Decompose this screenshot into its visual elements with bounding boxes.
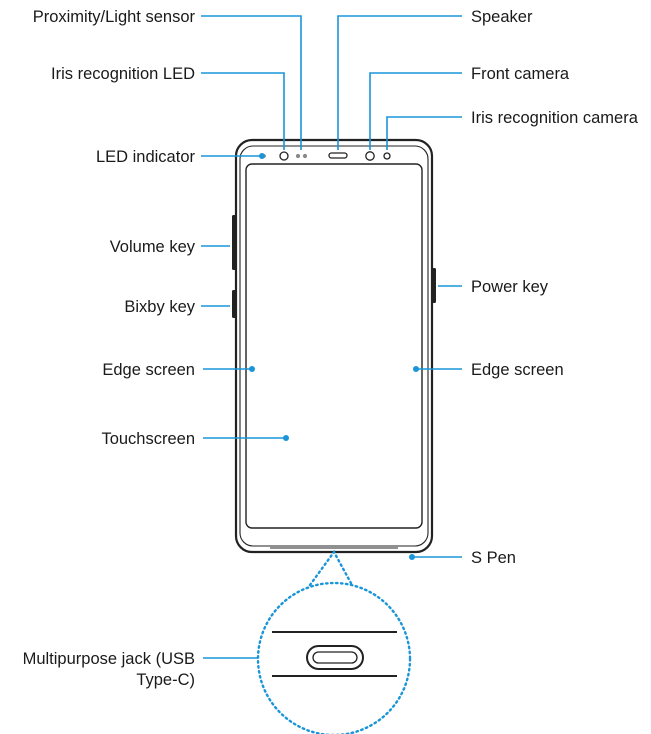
phone-frame-outer bbox=[234, 138, 434, 554]
phone-screen bbox=[245, 163, 423, 529]
label-volume-key: Volume key bbox=[110, 238, 196, 256]
usb-c-port-inner bbox=[312, 651, 358, 664]
phone-frame-inner bbox=[239, 145, 429, 547]
right-labels: Speaker Front camera Iris recognition ca… bbox=[471, 8, 639, 567]
usb-c-port bbox=[306, 645, 364, 670]
proximity-sensor-dot-2 bbox=[302, 153, 308, 159]
label-bixby-key: Bixby key bbox=[124, 298, 195, 316]
front-camera-lens bbox=[365, 151, 375, 161]
leader-front-camera bbox=[369, 72, 462, 150]
zoom-circle bbox=[256, 581, 412, 734]
proximity-sensor-dot-1 bbox=[295, 153, 301, 159]
label-multipurpose-jack-line2: Type-C) bbox=[136, 671, 195, 689]
label-touchscreen: Touchscreen bbox=[101, 430, 195, 448]
label-proximity-light-sensor: Proximity/Light sensor bbox=[33, 8, 196, 26]
label-power-key: Power key bbox=[471, 278, 549, 296]
leader-proximity bbox=[201, 15, 302, 150]
phone-body bbox=[234, 138, 434, 554]
label-front-camera: Front camera bbox=[471, 65, 570, 83]
top-sensors bbox=[262, 151, 391, 161]
label-iris-recognition-led: Iris recognition LED bbox=[51, 65, 195, 83]
iris-camera-lens bbox=[383, 152, 391, 160]
left-labels: Proximity/Light sensor Iris recognition … bbox=[23, 8, 196, 689]
iris-led-circle bbox=[279, 151, 289, 161]
leader-iris-camera bbox=[386, 116, 462, 150]
leader-iris-led bbox=[201, 72, 285, 150]
label-edge-screen-right: Edge screen bbox=[471, 361, 564, 379]
usb-zoom-inset bbox=[256, 549, 412, 734]
zoom-connector bbox=[308, 549, 354, 587]
power-key-button bbox=[431, 268, 436, 303]
label-s-pen: S Pen bbox=[471, 549, 516, 567]
label-iris-recognition-camera: Iris recognition camera bbox=[471, 109, 639, 127]
volume-key-button bbox=[232, 215, 237, 270]
label-led-indicator: LED indicator bbox=[96, 148, 196, 166]
leader-speaker bbox=[337, 15, 462, 150]
label-multipurpose-jack-line1: Multipurpose jack (USB bbox=[23, 650, 195, 668]
label-edge-screen-left: Edge screen bbox=[102, 361, 195, 379]
label-speaker: Speaker bbox=[471, 8, 533, 26]
bixby-key-button bbox=[232, 290, 237, 318]
speaker-grille bbox=[328, 152, 348, 159]
